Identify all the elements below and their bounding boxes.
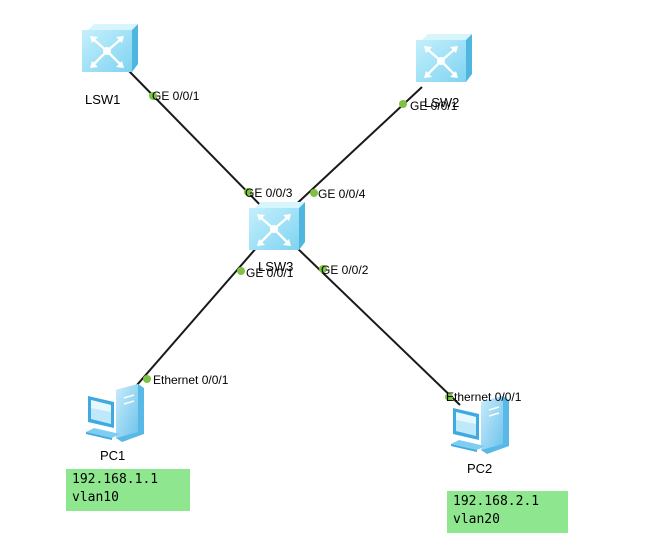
device-lsw2[interactable] (416, 34, 472, 82)
port-dot-pc1-eth[interactable] (143, 375, 151, 383)
port-dot-lsw2-ge001[interactable] (399, 100, 407, 108)
note-pc2-ip: 192.168.2.1 (453, 494, 540, 509)
switch-icon (249, 202, 305, 250)
note-pc2-vlan: vlan20 (453, 512, 500, 527)
device-lsw3[interactable] (249, 202, 305, 250)
device-label-lsw3: LSW3 (258, 259, 294, 274)
port-dot-lsw3-ge004[interactable] (310, 189, 318, 197)
port-label-lsw2-ge001: GE 0/0/1 (410, 99, 458, 113)
port-dot-lsw3-ge001[interactable] (237, 267, 245, 275)
port-dot-lsw3-ge002[interactable] (319, 265, 327, 273)
device-pc1[interactable] (84, 382, 148, 446)
switch-icon (416, 34, 472, 82)
port-label-lsw3-ge004: GE 0/0/4 (318, 187, 366, 201)
device-label-pc1: PC1 (100, 448, 126, 463)
device-label-lsw2: LSW2 (424, 95, 460, 110)
note-pc2[interactable]: 192.168.2.1 vlan20 (447, 491, 568, 533)
device-lsw1[interactable] (82, 24, 138, 72)
note-pc1-vlan: vlan10 (72, 490, 119, 505)
port-label-lsw3-ge002: GE 0/0/2 (321, 263, 369, 277)
switch-icon (82, 24, 138, 72)
note-pc1[interactable]: 192.168.1.1 vlan10 (66, 469, 190, 511)
port-label-lsw3-ge001: GE 0/0/1 (246, 266, 294, 280)
pc-icon (84, 382, 148, 446)
note-pc1-ip: 192.168.1.1 (72, 472, 159, 487)
port-dot-lsw3-ge003[interactable] (244, 188, 252, 196)
port-dot-pc2-eth[interactable] (445, 393, 453, 401)
link-lsw3-pc1[interactable] (129, 245, 259, 394)
port-label-pc2-eth: Ethernet 0/0/1 (446, 390, 522, 404)
link-lsw2-lsw3[interactable] (289, 86, 423, 211)
port-label-pc1-eth: Ethernet 0/0/1 (153, 373, 229, 387)
port-label-lsw3-ge003: GE 0/0/3 (245, 186, 293, 200)
port-dot-lsw1-ge001[interactable] (149, 92, 157, 100)
device-label-pc2: PC2 (467, 461, 493, 476)
device-label-lsw1: LSW1 (85, 92, 121, 107)
port-label-lsw1-ge001: GE 0/0/1 (152, 89, 200, 103)
